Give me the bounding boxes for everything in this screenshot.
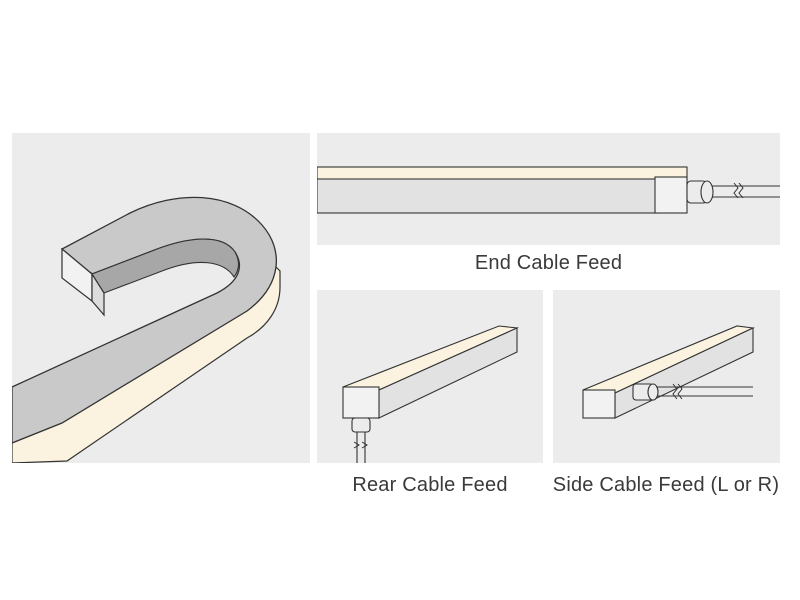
cable-break-mark xyxy=(672,383,683,400)
flex-strip-panel xyxy=(12,133,310,463)
rear-cable-feed-panel xyxy=(317,290,543,463)
end-cap xyxy=(582,389,616,419)
end-cap xyxy=(654,176,688,214)
side-feed-illustration xyxy=(582,325,755,419)
strip-inner-shade xyxy=(91,238,240,294)
rear-feed-illustration xyxy=(342,325,520,463)
cable-break-mark xyxy=(353,441,368,449)
cable-break-mark xyxy=(733,182,744,199)
side-cable-feed-caption: Side Cable Feed (L or R) xyxy=(552,474,780,496)
diffuser-strip xyxy=(317,166,688,180)
side-cable-feed-panel xyxy=(553,290,780,463)
rear-cable-feed-caption: Rear Cable Feed xyxy=(352,474,508,496)
end-cable-feed-panel xyxy=(317,133,780,245)
end-cap xyxy=(342,386,380,419)
end-cable-feed-caption: End Cable Feed xyxy=(474,252,623,274)
bent-neon-strip-illustration xyxy=(12,196,281,463)
profile-body xyxy=(317,176,660,214)
connector xyxy=(351,417,371,433)
end-feed-illustration xyxy=(317,166,780,214)
strip-end-cap-side xyxy=(91,271,105,317)
